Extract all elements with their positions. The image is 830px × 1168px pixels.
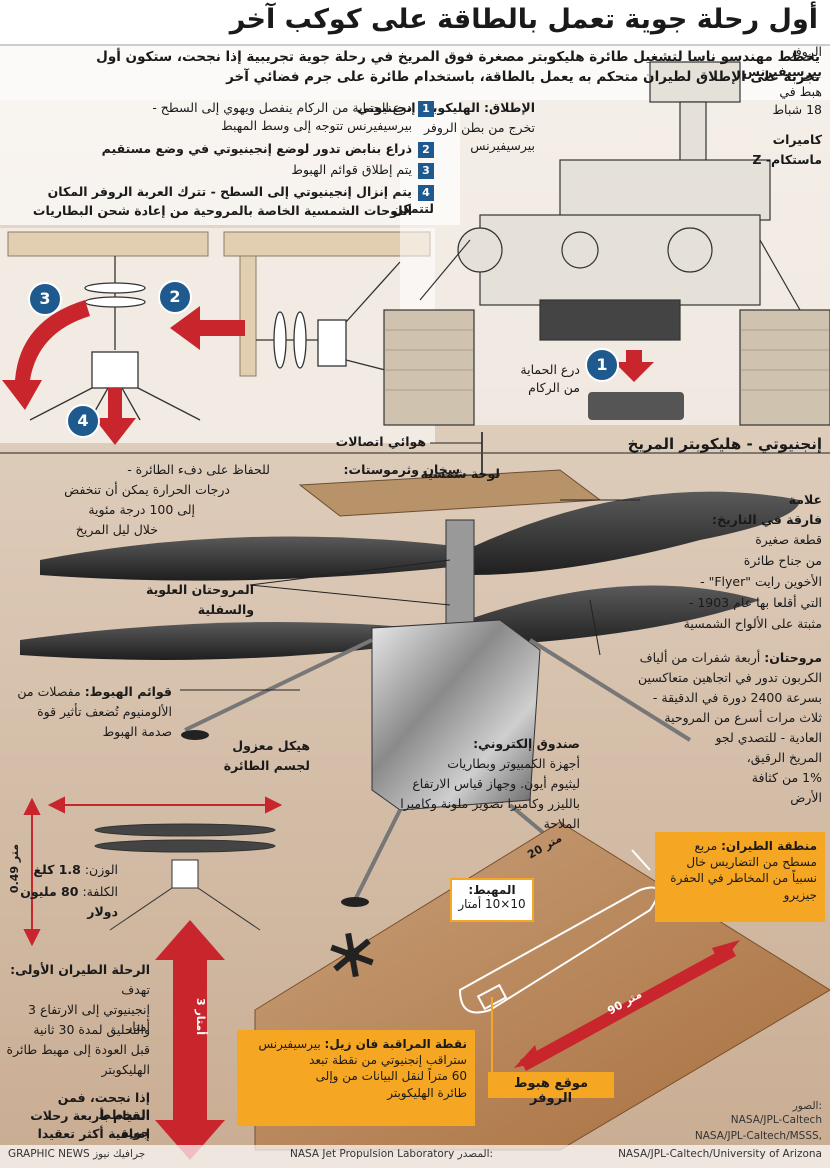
step-2: 2ذراع بنابض تدور لوضع إنجينيوتي في وضع م… (34, 141, 434, 158)
props-text-8: الأرض (790, 790, 822, 805)
step-1: 1درع الحماية من الركام ينفصل ويهوي إلى ا… (34, 100, 434, 117)
heater-text-4: خلال ليل المريخ (75, 522, 158, 537)
rover-name: بيرسيفيرنس (742, 64, 822, 79)
props-text-6: المريخ الرقيق، (746, 750, 822, 765)
first-flight-3: إنجينيوتي إلى الارتفاع 3 أمتار (28, 1002, 150, 1034)
history-text-5: مثبتة على الألواح الشمسية (683, 616, 822, 631)
fuselage-label-1: هيكل معزول (232, 738, 310, 753)
first-flight-1: الرحلة الطيران الأولى: (10, 962, 150, 977)
success-2: القيام بأربعة رحلات جوية (30, 1108, 150, 1140)
marker-label: علامة (788, 492, 822, 507)
flight-zone-box: منطقة الطيران: مربع مسطح من التضاريس خال… (655, 832, 825, 922)
debris-number-1: 1 (585, 348, 619, 382)
rover-landed: هبط في (779, 84, 822, 99)
helipad-box: المهبط: 10×10 أمتار (450, 878, 534, 922)
heater-title: سخان وثرموستات: (343, 462, 460, 477)
deploy-number-2: 2 (158, 280, 192, 314)
helicopter-section-title: إنجنيوتي - هليكوبتر المريخ (627, 435, 822, 453)
deploy-number-4: 4 (66, 404, 100, 438)
cost-unit: دولار (87, 904, 118, 919)
step-4-cont: اللوحات الشمسية الخاصة بالمروحية من إعاد… (32, 203, 412, 218)
watch-point-box: نقطة المراقبة فان زيل: بيرسيفيرنس ستراقب… (237, 1030, 475, 1126)
rover-date: 18 شباط (772, 102, 823, 117)
first-flight-4: والتحليق لمدة 30 ثانية (33, 1022, 150, 1037)
legs-text-1: قوائم الهبوط: مفصلات من (17, 684, 172, 699)
heater-text-1: للحفاظ على دفء الطائرة - (127, 462, 270, 477)
history-text-3: الأخوين رايت "Flyer" - (700, 574, 822, 589)
graphic-news-credit: GRAPHIC NEWS جرافيك نيوز (8, 1148, 146, 1160)
step-number-2: 2 (418, 141, 434, 158)
history-title: فارقة في التاريخ: (711, 512, 822, 527)
photos-credit-2: NASA/JPL-Caltech/MSSS, (694, 1130, 822, 1142)
cameras-label-1: كاميرات (772, 132, 822, 147)
props-text-5: العادية - للتصدي لجو (715, 730, 822, 745)
intro-line-1: يخطط مهندسو ناسا لتشغيل طائرة هليكوبتر م… (96, 49, 820, 65)
props-text-2: الكربون تدور في اتجاهين متعاكسين (637, 670, 822, 685)
antenna-label: هوائي اتصالات (335, 434, 426, 449)
cameras-label-2: ماستكام- Z (752, 152, 822, 167)
props-text-3: بسرعة 2400 دورة في الدقيقة - (652, 690, 822, 705)
ebox-title: صندوق إلكتروني: (473, 736, 580, 751)
rover-landing-box: موقع هبوط الروفر (488, 1072, 614, 1106)
debris-label-1: درع الحماية (520, 362, 580, 377)
step-3: 3يتم إطلاق قوائم الهبوط (34, 162, 434, 179)
solar-panel-label: لوحة شمسية (420, 466, 500, 481)
props-text-4: ثلاث مرات أسرع من المروحية (664, 710, 822, 725)
props-text-1: مروحتان: أربعة شفرات من ألياف (639, 650, 822, 665)
ebox-text-1: أجهزة الكمبيوتر وبطاريات (447, 756, 580, 771)
rotors-label-2: والسفلية (197, 602, 254, 617)
success-1: إذا نجحت، فمن المخطط (57, 1090, 150, 1122)
title-bar: أول رحلة جوية تعمل بالطاقة على كوكب آخر (0, 0, 830, 46)
first-flight-2: تهدف (121, 982, 150, 997)
rotors-label-1: المروحتان العلوية (146, 582, 254, 597)
fuselage-label-2: لجسم الطائرة (223, 758, 310, 773)
heater-text-3: إلى 100 درجة مئوية (88, 502, 195, 517)
heater-text-2: درجات الحرارة يمكن أن تنخفض (64, 482, 230, 497)
height-dimension: 0.49 متر (8, 843, 22, 894)
success-3: إضافية أكثر تعقيدا (37, 1126, 150, 1141)
step-number-4: 4 (418, 184, 434, 201)
deploy-number-3: 3 (28, 282, 62, 316)
photos-credit-1: NASA/JPL-Caltech (730, 1114, 822, 1126)
altitude-dimension: 3 أمتار (194, 997, 208, 1036)
weight-spec: الوزن: 1.8 كلغ (33, 862, 118, 877)
history-text-1: قطعة صغيرة (755, 532, 822, 547)
props-text-7: 1% من كثافة (751, 770, 822, 785)
cost-spec: الكلفة: 80 مليون (20, 884, 118, 899)
legs-text-3: صدمة الهبوط (102, 724, 172, 739)
photos-label: الصور: (792, 1100, 822, 1112)
first-flight-6: الهليكوبتر (101, 1062, 150, 1077)
debris-label-2: من الركام (528, 380, 580, 395)
history-text-2: من جناح طائرة (743, 553, 822, 568)
launch-text-2: بيرسيفيرنس (470, 138, 535, 153)
intro-line-2: تجربة على الإطلاق لطيران متحكم به يعمل ب… (226, 69, 820, 85)
legs-text-2: الألومنيوم تُضعف تأثير قوة (37, 704, 172, 719)
rover-label: الروفر (788, 44, 822, 59)
step-number-3: 3 (418, 162, 434, 179)
photos-credit-3: NASA/JPL-Caltech/University of Arizona (618, 1148, 822, 1160)
source-credit: NASA Jet Propulsion Laboratory المصدر: (290, 1148, 494, 1160)
ebox-text-4: الملاحة (543, 816, 580, 831)
launch-text-1: تخرج من بطن الروفر (424, 120, 535, 135)
step-4: 4يتم إنزال إنجينيوتي إلى السطح - تترك ال… (47, 184, 434, 216)
step-1-cont: بيرسيفيرنس تتوجه إلى وسط المهبط (221, 118, 412, 133)
ebox-text-3: بالليزر وكاميرا تصوير ملونة وكاميرا (400, 796, 580, 811)
step-number-1: 1 (418, 100, 434, 117)
first-flight-5: قبل العودة إلى مهبط طائرة (6, 1042, 150, 1057)
ebox-text-2: ليثيوم أيون. وجهاز قياس الارتفاع (412, 776, 580, 791)
page-title: أول رحلة جوية تعمل بالطاقة على كوكب آخر (229, 4, 818, 35)
history-text-4: التي أقلعا بها عام 1903 - (688, 595, 822, 610)
